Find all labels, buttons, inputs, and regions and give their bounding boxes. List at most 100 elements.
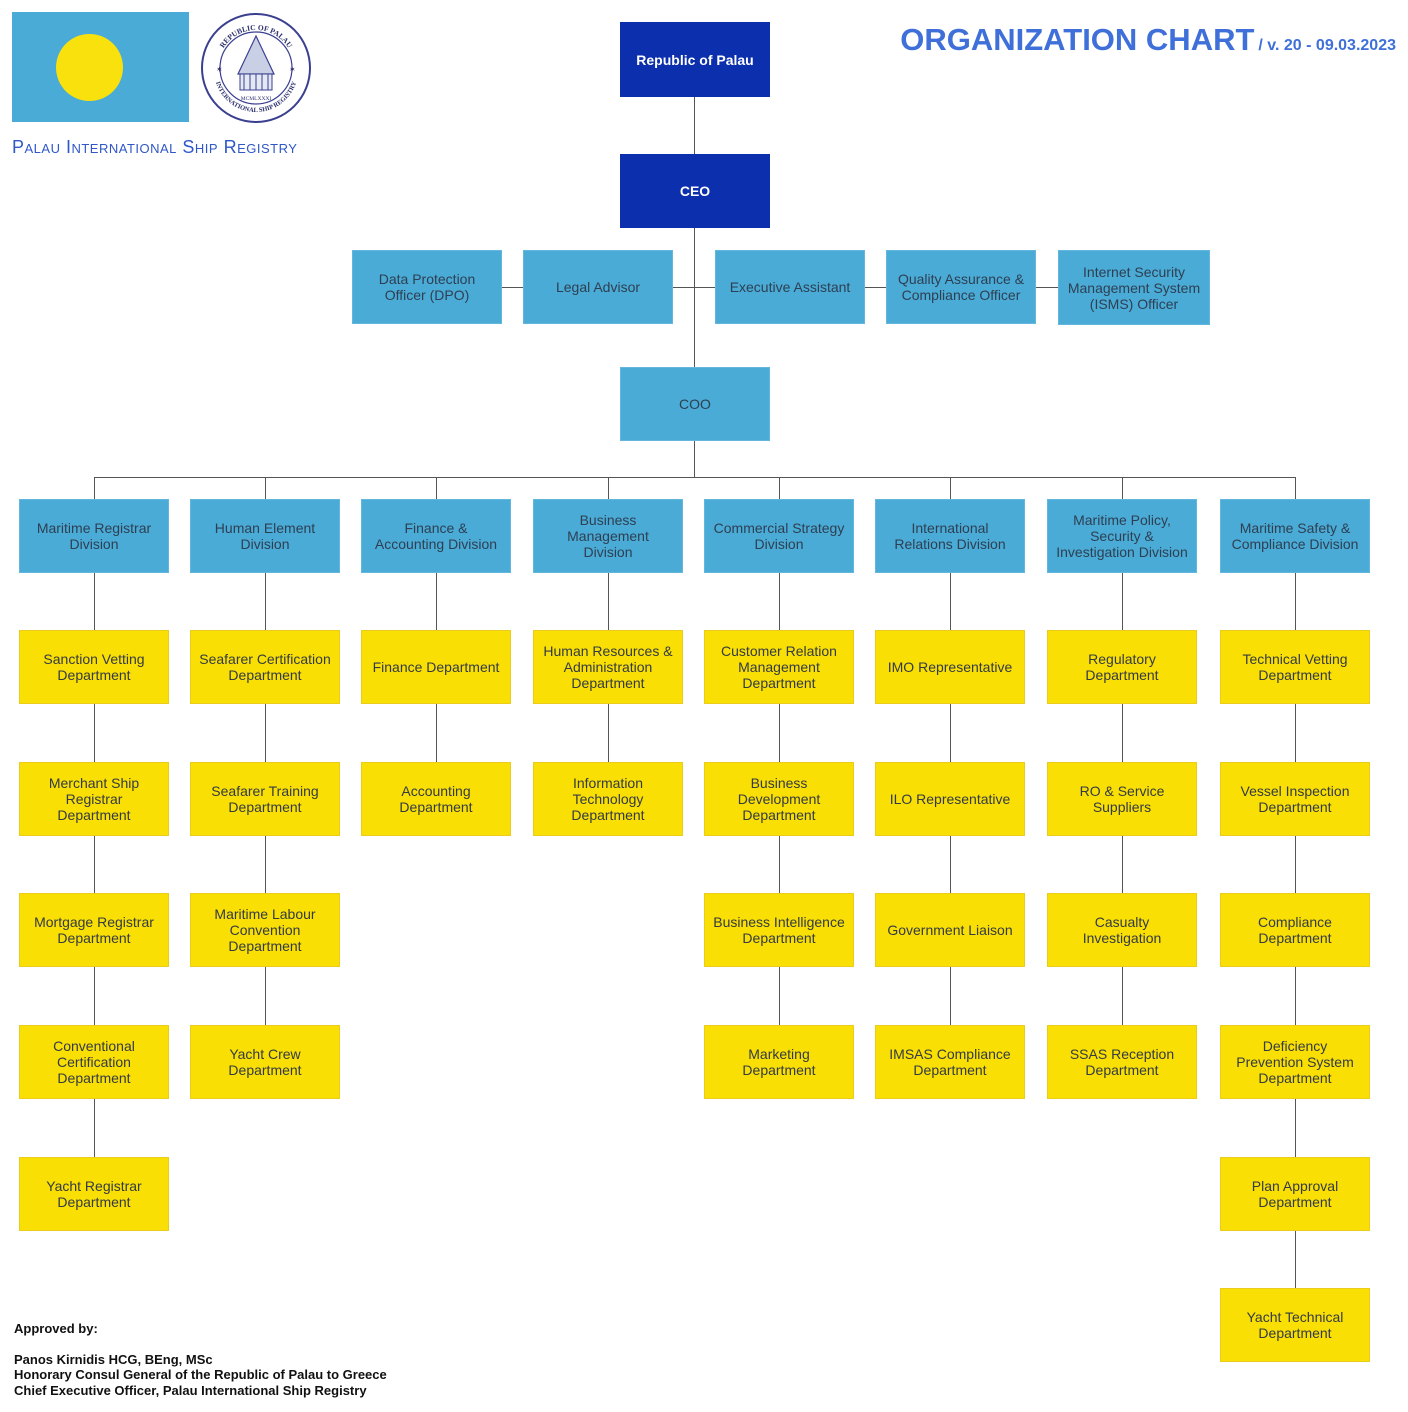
connector-department: [265, 573, 266, 630]
connector-department: [1295, 1231, 1296, 1288]
department-box: Business Intelligence Department: [704, 893, 854, 967]
department-box: Yacht Crew Department: [190, 1025, 340, 1099]
connector-department: [1295, 704, 1296, 762]
department-box: Business Development Department: [704, 762, 854, 836]
connector-department: [1295, 836, 1296, 893]
connector-department: [779, 967, 780, 1025]
connector-bus-division: [436, 477, 437, 499]
connector-department: [265, 704, 266, 762]
department-box: Customer Relation Management Department: [704, 630, 854, 704]
approval-block: Approved by: Panos Kirnidis HCG, BEng, M…: [14, 1321, 387, 1398]
connector-department: [950, 836, 951, 893]
department-box: Plan Approval Department: [1220, 1157, 1370, 1231]
connector-staff-center: [673, 287, 715, 288]
department-box: Marketing Department: [704, 1025, 854, 1099]
seal-year: MCMLXXXI: [241, 96, 272, 102]
ceo-box: CEO: [620, 154, 770, 228]
connector-staff-right-1: [864, 287, 886, 288]
department-box: Seafarer Certification Department: [190, 630, 340, 704]
chart-version: / v. 20 - 09.03.2023: [1258, 37, 1396, 54]
connector-department: [436, 704, 437, 762]
connector-department: [779, 704, 780, 762]
svg-text:✶: ✶: [289, 65, 296, 74]
connector-department: [779, 836, 780, 893]
division-box: Maritime Safety & Compliance Division: [1220, 499, 1370, 573]
connector-bus-division: [94, 477, 95, 499]
coo-box: COO: [620, 367, 770, 441]
connector-department: [94, 967, 95, 1025]
division-box: Commercial Strategy Division: [704, 499, 854, 573]
connector-department: [265, 967, 266, 1025]
department-box: Human Resources & Administration Departm…: [533, 630, 683, 704]
department-box: Conventional Certification Department: [19, 1025, 169, 1099]
connector-staff-left: [502, 287, 524, 288]
connector-division-bus: [94, 477, 1296, 478]
connector-bus-division: [265, 477, 266, 499]
department-box: Accounting Department: [361, 762, 511, 836]
department-box: Casualty Investigation: [1047, 893, 1197, 967]
department-box: Yacht Technical Department: [1220, 1288, 1370, 1362]
department-box: IMSAS Compliance Department: [875, 1025, 1025, 1099]
connector-staff-right-2: [1035, 287, 1058, 288]
chart-title-block: ORGANIZATION CHART/ v. 20 - 09.03.2023: [900, 22, 1396, 58]
division-box: International Relations Division: [875, 499, 1025, 573]
connector-department: [1122, 704, 1123, 762]
palau-flag: [12, 12, 189, 122]
approval-label: Approved by:: [14, 1321, 98, 1336]
isms-officer-box: Internet Security Management System (ISM…: [1058, 250, 1210, 325]
department-box: ILO Representative: [875, 762, 1025, 836]
department-box: Information Technology Department: [533, 762, 683, 836]
dpo-box: Data Protection Officer (DPO): [352, 250, 502, 324]
department-box: Sanction Vetting Department: [19, 630, 169, 704]
approver-role-1: Honorary Consul General of the Republic …: [14, 1367, 387, 1382]
connector-department: [1122, 967, 1123, 1025]
approver-name: Panos Kirnidis HCG, BEng, MSc: [14, 1351, 213, 1367]
approver-role-2: Chief Executive Officer, Palau Internati…: [14, 1382, 367, 1398]
department-box: Deficiency Prevention System Department: [1220, 1025, 1370, 1099]
connector-department: [1295, 967, 1296, 1025]
connector-department: [1122, 836, 1123, 893]
division-box: Maritime Policy, Security & Investigatio…: [1047, 499, 1197, 573]
department-box: Technical Vetting Department: [1220, 630, 1370, 704]
connector-bus-division: [950, 477, 951, 499]
connector-bus-division: [1122, 477, 1123, 499]
division-box: Human Element Division: [190, 499, 340, 573]
connector-bus-division: [1295, 477, 1296, 499]
connector-department: [94, 836, 95, 893]
department-box: Yacht Registrar Department: [19, 1157, 169, 1231]
connector-ceo-coo: [694, 228, 695, 367]
executive-assistant-box: Executive Assistant: [715, 250, 865, 324]
registry-name: Palau International Ship Registry: [12, 137, 298, 157]
connector-department: [265, 836, 266, 893]
division-box: Finance & Accounting Division: [361, 499, 511, 573]
connector-department: [1295, 1099, 1296, 1157]
department-box: Maritime Labour Convention Department: [190, 893, 340, 967]
department-box: Vessel Inspection Department: [1220, 762, 1370, 836]
connector-department: [1295, 573, 1296, 630]
registry-seal-icon: REPUBLIC OF PALAU INTERNATIONAL SHIP REG…: [201, 13, 311, 123]
connector-department: [950, 704, 951, 762]
republic-of-palau-box: Republic of Palau: [620, 22, 770, 97]
department-box: Seafarer Training Department: [190, 762, 340, 836]
qa-compliance-officer-box: Quality Assurance & Compliance Officer: [886, 250, 1036, 324]
connector-department: [94, 573, 95, 630]
connector-department: [1122, 573, 1123, 630]
connector-coo-bus: [694, 440, 695, 478]
connector-department: [94, 704, 95, 762]
department-box: Regulatory Department: [1047, 630, 1197, 704]
connector-republic-ceo: [694, 97, 695, 154]
flag-disc: [56, 34, 123, 101]
connector-department: [608, 704, 609, 762]
department-box: Merchant Ship Registrar Department: [19, 762, 169, 836]
department-box: SSAS Reception Department: [1047, 1025, 1197, 1099]
department-box: Finance Department: [361, 630, 511, 704]
connector-bus-division: [608, 477, 609, 499]
connector-department: [436, 573, 437, 630]
legal-advisor-box: Legal Advisor: [523, 250, 673, 324]
division-box: Business Management Division: [533, 499, 683, 573]
connector-department: [779, 573, 780, 630]
department-box: IMO Representative: [875, 630, 1025, 704]
department-box: Government Liaison: [875, 893, 1025, 967]
svg-text:✶: ✶: [216, 65, 223, 74]
chart-title: ORGANIZATION CHART: [900, 22, 1255, 57]
